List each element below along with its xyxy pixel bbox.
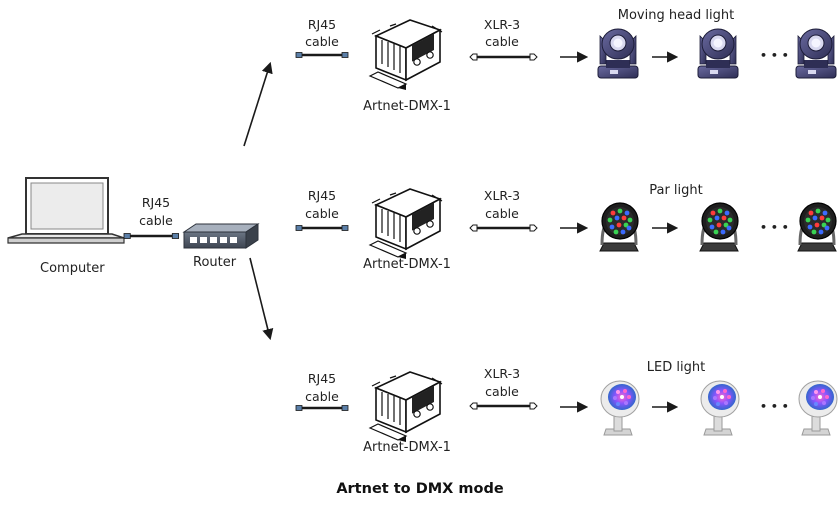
row2-ellipsis: • • • <box>760 221 789 234</box>
row2-par-light-icon-3 <box>796 201 838 253</box>
uplink-rj45-cable-icon <box>122 232 180 240</box>
row1-ellipsis: • • • <box>760 49 789 62</box>
row3-rj45-label-line2: cable <box>305 389 339 404</box>
row2-par-light-icon-1 <box>598 201 640 253</box>
row-moving-head: RJ45 cable Artnet-DMX-1 XLR-3 cable Movi… <box>294 8 837 114</box>
computer-label: Computer <box>40 261 105 276</box>
row3-converter-icon <box>369 371 443 443</box>
row3-rj45-cable-icon <box>294 404 350 412</box>
row3-led-light-icon-2 <box>700 380 740 436</box>
diagram-caption: Artnet to DMX mode <box>336 481 504 497</box>
row2-xlr-label-line1: XLR-3 <box>484 188 520 203</box>
row1-moving-head-light-icon-1 <box>597 28 639 79</box>
row1-rj45-label-line2: cable <box>305 34 339 49</box>
row2-converter-label: Artnet-DMX-1 <box>363 257 451 272</box>
row2-xlr-label-line2: cable <box>485 206 519 221</box>
row1-xlr-cable-icon <box>468 52 539 62</box>
row3-led-light-icon-1 <box>600 380 640 436</box>
row1-xlr-label-line2: cable <box>485 34 519 49</box>
uplink-cable-label-line2: cable <box>139 213 173 228</box>
uplink-cable-label-line1: RJ45 <box>142 195 170 210</box>
row3-converter-label: Artnet-DMX-1 <box>363 440 451 455</box>
row2-xlr-cable-icon <box>468 223 539 233</box>
row3-fixture-label: LED light <box>647 360 705 375</box>
row1-moving-head-light-icon-3 <box>795 28 837 79</box>
row1-fixture-label: Moving head light <box>618 8 735 23</box>
row2-fixture-label: Par light <box>649 183 703 198</box>
row1-rj45-label-line1: RJ45 <box>308 17 336 32</box>
router-icon <box>182 223 260 249</box>
arrow-to-row-1 <box>243 61 273 147</box>
row3-led-light-icon-3 <box>798 380 838 436</box>
row1-moving-head-light-icon-2 <box>697 28 739 79</box>
row3-xlr-label-line1: XLR-3 <box>484 366 520 381</box>
row1-xlr-label-line1: XLR-3 <box>484 17 520 32</box>
computer-laptop-icon <box>7 177 125 244</box>
row2-converter-icon <box>369 188 443 260</box>
row2-rj45-label-line2: cable <box>305 206 339 221</box>
row3-rj45-label-line1: RJ45 <box>308 371 336 386</box>
row3-xlr-cable-icon <box>468 401 539 411</box>
row2-rj45-cable-icon <box>294 224 350 232</box>
row-led-light: RJ45 cable Artnet-DMX-1 XLR-3 cable LED … <box>294 360 838 455</box>
row2-rj45-label-line1: RJ45 <box>308 188 336 203</box>
row1-converter-icon <box>369 19 443 91</box>
row-par-light: RJ45 cable Artnet-DMX-1 XLR-3 cable Par … <box>294 183 838 272</box>
row3-xlr-label-line2: cable <box>485 384 519 399</box>
row1-rj45-cable-icon <box>294 51 350 59</box>
row2-par-light-icon-2 <box>698 201 740 253</box>
row1-converter-label: Artnet-DMX-1 <box>363 99 451 114</box>
router-label: Router <box>193 255 237 270</box>
arrow-to-row-3 <box>249 257 274 341</box>
row3-ellipsis: • • • <box>760 400 789 413</box>
